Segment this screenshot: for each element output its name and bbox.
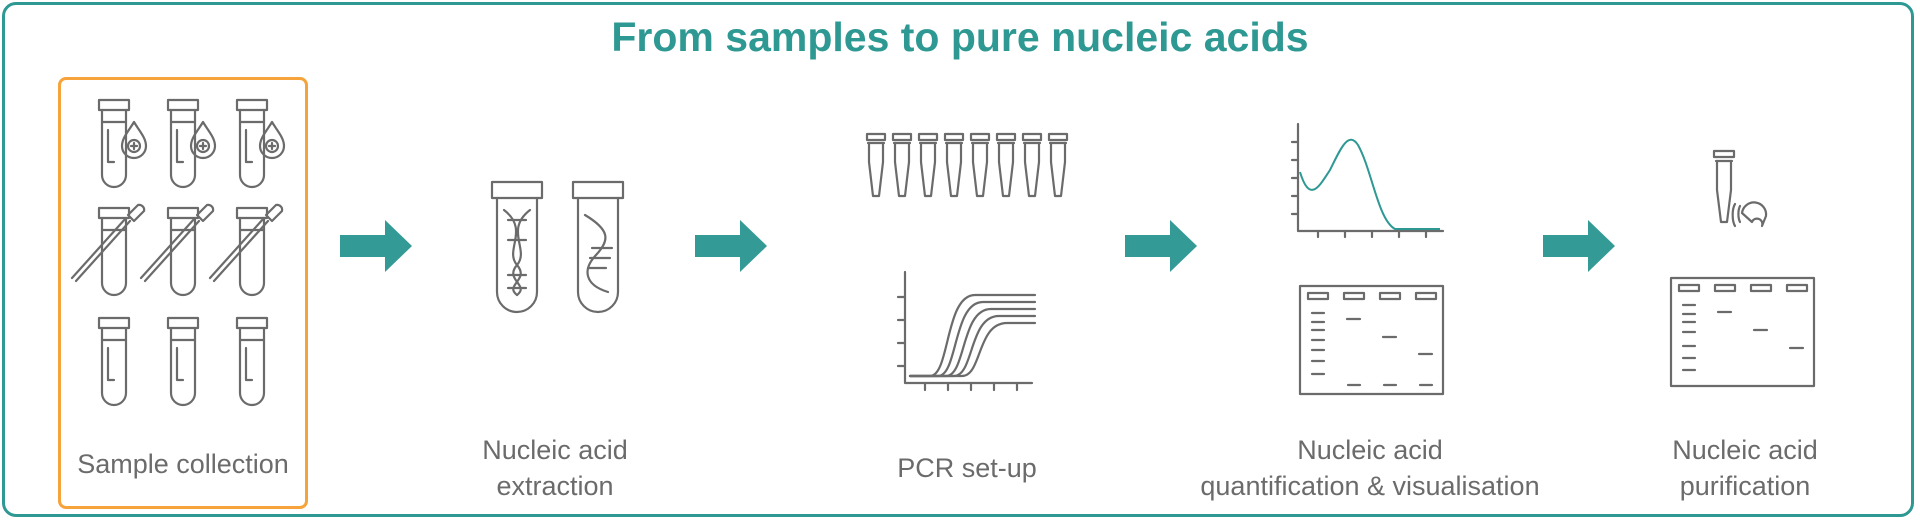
- arrow-icon: [695, 220, 767, 272]
- sample-tubes-icon: [70, 98, 286, 407]
- step-label-pcr: PCR set-up: [817, 450, 1117, 486]
- step-label-quantification: Nucleic acid quantification & visualisat…: [1160, 432, 1580, 504]
- arrow-icon: [340, 220, 412, 272]
- sample-collection-highlight: [58, 77, 308, 509]
- step-label-line: Sample collection: [77, 449, 289, 479]
- step-label-line: purification: [1679, 471, 1811, 501]
- step-label-sample-collection: Sample collection: [58, 446, 308, 482]
- dna-tubes-icon: [490, 180, 625, 314]
- diagram-title: From samples to pure nucleic acids: [611, 14, 1309, 60]
- step-label-extraction: Nucleic acid extraction: [410, 432, 700, 504]
- magnet-tube-icon: [1712, 149, 1768, 228]
- gel-electrophoresis-icon: [1298, 284, 1445, 396]
- purified-gel-icon: [1669, 276, 1816, 388]
- step-label-purification: Nucleic acid purification: [1620, 432, 1870, 504]
- step-label-line: PCR set-up: [897, 453, 1037, 483]
- arrow-icon: [1125, 220, 1197, 272]
- spectrum-icon: [1290, 122, 1445, 239]
- step-label-line: Nucleic acid: [1297, 435, 1443, 465]
- step-label-line: quantification & visualisation: [1200, 471, 1540, 501]
- step-label-line: Nucleic acid: [1672, 435, 1818, 465]
- step-label-line: Nucleic acid: [482, 435, 628, 465]
- arrow-icon: [1543, 220, 1615, 272]
- step-label-line: extraction: [496, 471, 614, 501]
- pcr-strip-icon: [865, 132, 1069, 198]
- amplification-curve-icon: [896, 270, 1037, 392]
